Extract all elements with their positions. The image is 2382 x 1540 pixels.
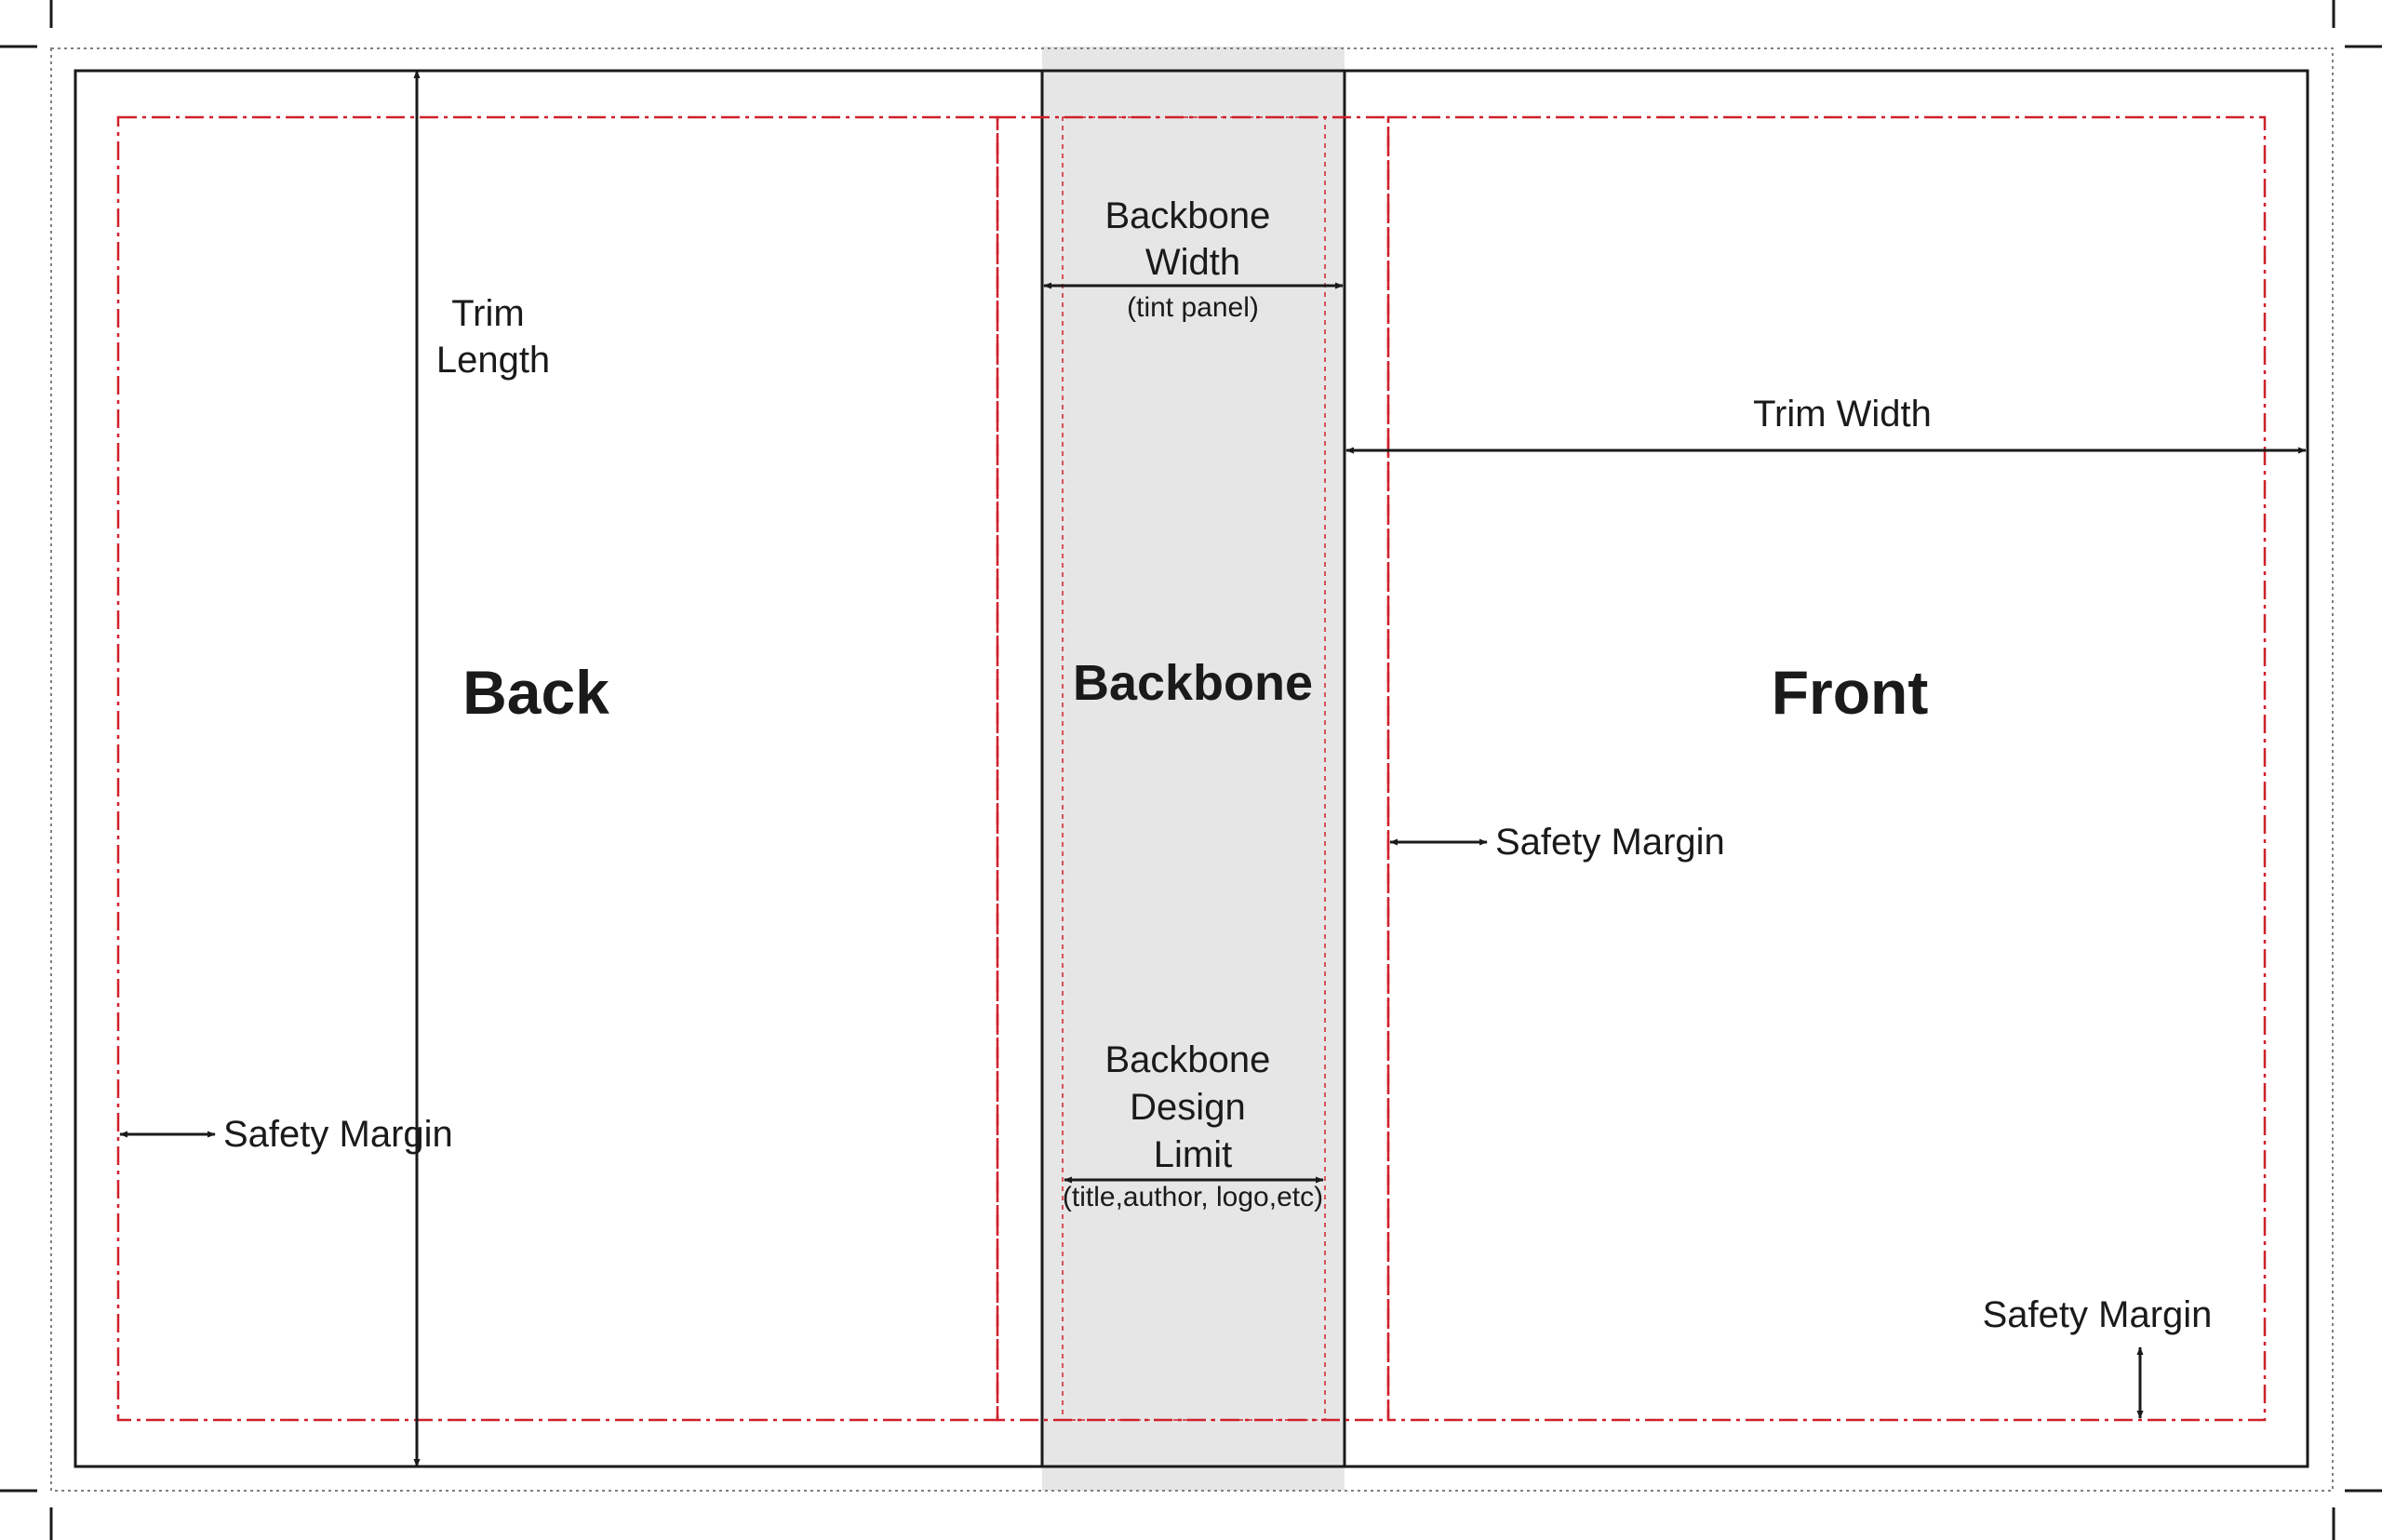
backbone-panel-title: Backbone xyxy=(1073,655,1313,711)
backbone-width-note: (tint panel) xyxy=(1127,292,1259,323)
backbone-width-label: Backbone Width xyxy=(1104,195,1280,283)
safety-lines xyxy=(116,115,2267,1422)
safety-line-front xyxy=(1386,115,2267,1422)
trim-length-label: Trim Length xyxy=(436,293,550,381)
backbone-design-limit-line xyxy=(1062,116,1326,1421)
front-panel-title: Front xyxy=(1772,658,1929,727)
safety-margin-label-left: Safety Margin xyxy=(223,1114,453,1155)
backbone-design-limit-note: (title,author, logo,etc) xyxy=(1063,1182,1323,1212)
safety-margin-label-bottom: Safety Margin xyxy=(1983,1294,2213,1335)
bleed-line xyxy=(50,47,2334,1492)
safety-line-back xyxy=(116,115,999,1422)
trim-width-label: Trim Width xyxy=(1753,394,1932,435)
trim-line xyxy=(74,69,2309,1468)
back-panel-title: Back xyxy=(462,658,609,727)
backbone-design-limit-label: Backbone Design Limit xyxy=(1104,1039,1280,1175)
safety-margin-label-middle: Safety Margin xyxy=(1495,822,1725,863)
